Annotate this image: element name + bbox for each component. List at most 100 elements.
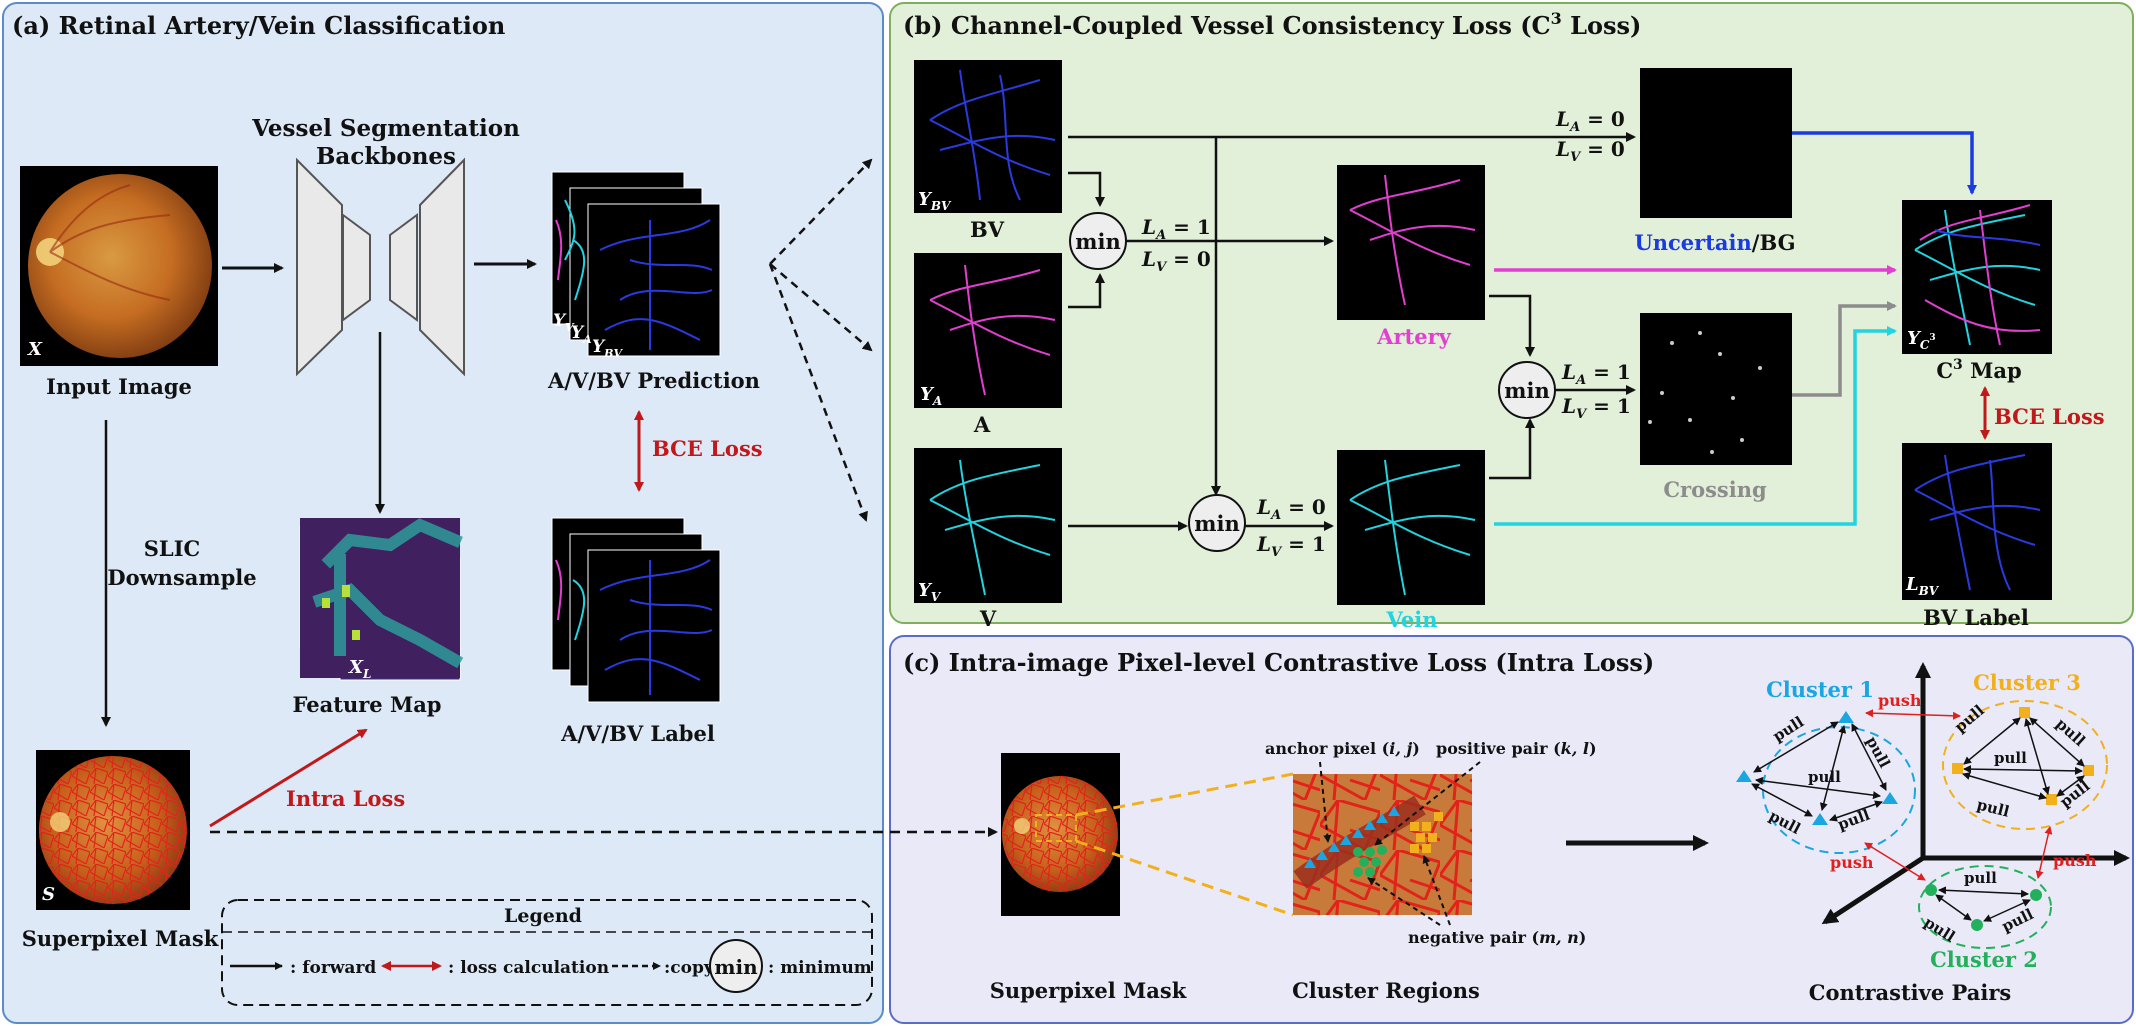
svg-text:push: push bbox=[2053, 851, 2097, 870]
copy-arrows bbox=[768, 158, 873, 522]
crossing-label: Crossing bbox=[1663, 477, 1767, 502]
slic-label-2: Downsample bbox=[107, 565, 256, 590]
artery-label: Artery bbox=[1376, 324, 1451, 349]
zoom-line bbox=[1075, 839, 1294, 917]
c3-map-image: YC3 bbox=[1902, 200, 2052, 354]
min-node-3-text: min bbox=[1194, 511, 1239, 536]
panel-b-background bbox=[889, 2, 2134, 624]
cluster-1-pull-arrows bbox=[1751, 721, 1887, 822]
v-label: V bbox=[979, 606, 997, 631]
c3-map-label: C3 Map bbox=[1936, 357, 2021, 383]
cluster-2-pull-arrows bbox=[1935, 886, 2031, 922]
svg-text:push: push bbox=[1830, 853, 1874, 872]
cluster-2-points bbox=[1925, 884, 2042, 931]
negative-pair-label: negative pair (m, n) bbox=[1408, 928, 1586, 947]
cluster-regions-label: Cluster Regions bbox=[1292, 978, 1480, 1003]
legend-min-node bbox=[709, 939, 763, 993]
svg-text:push: push bbox=[1878, 691, 1922, 710]
vein-image: YV bbox=[914, 448, 1062, 604]
la0-lv0-label-2: LV = 0 bbox=[1555, 137, 1625, 165]
vein-result-image bbox=[1337, 450, 1485, 605]
panel-b-title: (b) Channel-Coupled Vessel Consistency L… bbox=[903, 9, 1641, 40]
legend: Legend : forward : loss calculation :cop… bbox=[221, 899, 873, 1006]
uncertain-bg-image bbox=[1640, 68, 1792, 218]
cluster-3-points bbox=[1952, 707, 2094, 805]
artery-image: YA bbox=[914, 253, 1062, 408]
prediction-stack: YV YA YBV bbox=[551, 171, 721, 360]
crossing-image bbox=[1640, 313, 1792, 465]
svg-text:YV: YV bbox=[918, 580, 942, 604]
crossing-to-c3-arrow bbox=[1792, 301, 1897, 397]
cluster-3-pull-arrows bbox=[1962, 717, 2085, 800]
forward-arrow bbox=[1068, 171, 1105, 207]
legend-loss-label: : loss calculation bbox=[448, 958, 609, 978]
push-labels: push push push bbox=[1830, 691, 2097, 872]
positive-pair-label: positive pair (k, l) bbox=[1436, 739, 1597, 758]
forward-arrow bbox=[1489, 418, 1535, 480]
feature-map-label: Feature Map bbox=[293, 692, 442, 717]
uncertain-to-c3-arrow bbox=[1792, 131, 1977, 195]
superpixel-mask-label: Superpixel Mask bbox=[22, 926, 219, 951]
backbone-label-2: Backbones bbox=[316, 143, 456, 170]
svg-text:YC3: YC3 bbox=[1907, 328, 1936, 352]
bv-label: BV bbox=[970, 217, 1005, 242]
min-node-2-text: min bbox=[1504, 378, 1549, 403]
cluster-2-ellipse bbox=[1918, 865, 2052, 949]
svg-text:XL: XL bbox=[348, 657, 371, 681]
input-image: X bbox=[20, 166, 218, 366]
input-image-label: Input Image bbox=[46, 374, 192, 399]
svg-text:YBV: YBV bbox=[592, 337, 623, 360]
prediction-label: A/V/BV Prediction bbox=[547, 368, 760, 393]
cluster-3-label: Cluster 3 bbox=[1973, 670, 2081, 695]
slic-label: SLIC bbox=[144, 536, 200, 561]
la1-lv0-label-2: LV = 0 bbox=[1141, 247, 1211, 275]
cluster-2-label: Cluster 2 bbox=[1930, 947, 2038, 972]
svg-text:S: S bbox=[42, 884, 55, 905]
legend-minimum-label: : minimum bbox=[768, 958, 872, 978]
uncertain-bg-label: Uncertain/BG bbox=[1634, 230, 1795, 255]
anchor-pixel-label: anchor pixel (i, j) bbox=[1265, 739, 1420, 758]
forward-arrow bbox=[1068, 273, 1105, 309]
feature-map-stack: XL bbox=[299, 518, 464, 681]
forward-arrow bbox=[1489, 294, 1535, 357]
panel-c-superpixel-image bbox=[1001, 753, 1120, 916]
svg-text:pull: pull bbox=[1808, 768, 1841, 786]
input-image-symbol: X bbox=[27, 339, 43, 360]
label-stack bbox=[551, 517, 721, 703]
vein-label: Vein bbox=[1386, 607, 1438, 632]
backbone-network-shape bbox=[296, 157, 465, 377]
svg-text:YA: YA bbox=[920, 384, 942, 408]
superpixel-mask-image: S bbox=[36, 750, 190, 910]
legend-copy-label: :copy bbox=[664, 958, 715, 978]
intra-loss-arrow bbox=[209, 728, 368, 828]
cluster-1-label: Cluster 1 bbox=[1766, 677, 1874, 702]
la1-lv0-label: LA = 1 bbox=[1141, 215, 1211, 243]
cluster-regions-image bbox=[1293, 774, 1472, 915]
bv-label-image: LBV bbox=[1902, 443, 2052, 600]
label-stack-label: A/V/BV Label bbox=[560, 721, 715, 746]
svg-text:YA: YA bbox=[571, 323, 592, 346]
la1-lv1-label-2: LV = 1 bbox=[1561, 394, 1631, 422]
svg-text:LBV: LBV bbox=[1905, 574, 1940, 598]
legend-forward-label: : forward bbox=[290, 958, 376, 978]
bv-image: YBV bbox=[914, 60, 1062, 213]
svg-text:pull: pull bbox=[1964, 869, 1997, 887]
bv-gt-label: BV Label bbox=[1923, 605, 2029, 630]
contrastive-pairs-label: Contrastive Pairs bbox=[1809, 980, 2011, 1005]
la1-lv1-label: LA = 1 bbox=[1561, 360, 1631, 388]
svg-text:pull: pull bbox=[1994, 749, 2027, 767]
backbone-label: Vessel Segmentation bbox=[251, 115, 520, 142]
artery-result-image bbox=[1337, 165, 1485, 320]
svg-text:YBV: YBV bbox=[918, 189, 952, 213]
panel-c-title: (c) Intra-image Pixel-level Contrastive … bbox=[903, 648, 1654, 677]
cluster-1-points bbox=[1736, 711, 1898, 825]
panel-c-superpixel-label: Superpixel Mask bbox=[990, 978, 1187, 1003]
cluster-3-ellipse bbox=[1942, 700, 2108, 830]
legend-min-text: min bbox=[714, 955, 758, 979]
svg-text:YV: YV bbox=[553, 311, 575, 334]
la0-lv1-label-2: LV = 1 bbox=[1256, 532, 1326, 560]
intra-loss-label: Intra Loss bbox=[286, 786, 405, 811]
la0-lv0-label: LA = 0 bbox=[1555, 107, 1625, 135]
bce-loss-label: BCE Loss bbox=[652, 436, 763, 461]
